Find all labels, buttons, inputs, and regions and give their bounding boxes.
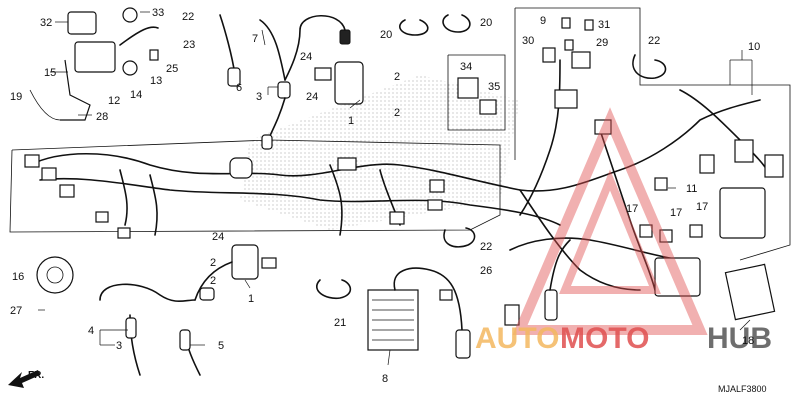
watermark-moto: MOTO [560,322,649,355]
callout-1-upper: 1 [348,115,354,127]
callout-labels: 32 33 22 7 23 20 20 9 31 30 29 22 10 15 … [10,7,760,385]
regulator-rectifier-8 [367,267,471,359]
callout-11: 11 [686,183,697,195]
callout-3-lower: 3 [116,340,122,352]
watermark: AUTO MOTO HUB [475,107,772,355]
callout-33: 33 [152,7,164,19]
ignition-coil-upper [219,14,364,150]
callout-2-lower-b: 2 [210,275,216,287]
callout-1-lower: 1 [248,293,254,305]
callout-35: 35 [488,81,500,93]
callout-7: 7 [252,33,258,45]
callout-24-lower: 24 [212,231,224,243]
left-upper-parts [29,7,159,121]
watermark-auto: AUTO [475,322,559,355]
callout-21: 21 [334,317,346,329]
callout-15: 15 [44,67,56,79]
harness-connectors [24,89,784,239]
callout-24-upper: 24 [300,51,312,63]
callout-25: 25 [166,63,178,75]
callout-14: 14 [130,89,142,101]
callout-18: 18 [742,335,754,347]
callout-5: 5 [218,340,224,352]
callout-17-left: 17 [626,203,638,215]
callout-30: 30 [522,35,534,47]
callout-2-lower-a: 2 [210,257,216,269]
callout-28: 28 [96,111,108,123]
battery-lead [504,239,571,326]
front-direction-arrow [8,370,40,388]
callout-34: 34 [460,61,472,73]
callout-17-mid: 17 [670,207,682,219]
callout-8: 8 [382,373,388,385]
callout-24-mid: 24 [306,91,318,103]
callout-27: 27 [10,305,22,317]
callout-6: 6 [236,82,242,94]
callout-12: 12 [108,95,120,107]
clamps-20 [399,14,667,80]
ignition-coil-lower [99,244,277,376]
callout-32: 32 [40,17,52,29]
callout-26: 26 [480,265,492,277]
clamps-21-22 [316,227,476,300]
relay-34-35 [447,54,506,131]
callout-16: 16 [12,271,24,283]
callout-31: 31 [598,19,610,31]
callout-22: 22 [182,11,194,23]
fuse-group [542,17,594,69]
callout-20-right: 20 [480,17,492,29]
leader-lines [38,11,753,366]
callout-22-lower: 22 [480,241,492,253]
callout-17-right: 17 [696,201,708,213]
callout-19: 19 [10,91,22,103]
callout-3-upper: 3 [256,91,262,103]
callout-4: 4 [88,325,94,337]
callout-22-upper: 22 [648,35,660,47]
callout-29: 29 [596,37,608,49]
callout-20-left: 20 [380,29,392,41]
horn-16 [36,256,74,294]
callout-9: 9 [540,15,546,27]
callout-10: 10 [748,41,760,53]
callout-13: 13 [150,75,162,87]
relay-box [639,177,776,321]
frame-dotted-area [240,75,520,230]
callout-23: 23 [183,39,195,51]
front-direction-label: FR. [28,370,44,381]
drawing-code: MJALF3800 [718,384,767,394]
callout-2-upper: 2 [394,71,400,83]
callout-2-mid: 2 [394,107,400,119]
watermark-hub: HUB [707,322,772,355]
